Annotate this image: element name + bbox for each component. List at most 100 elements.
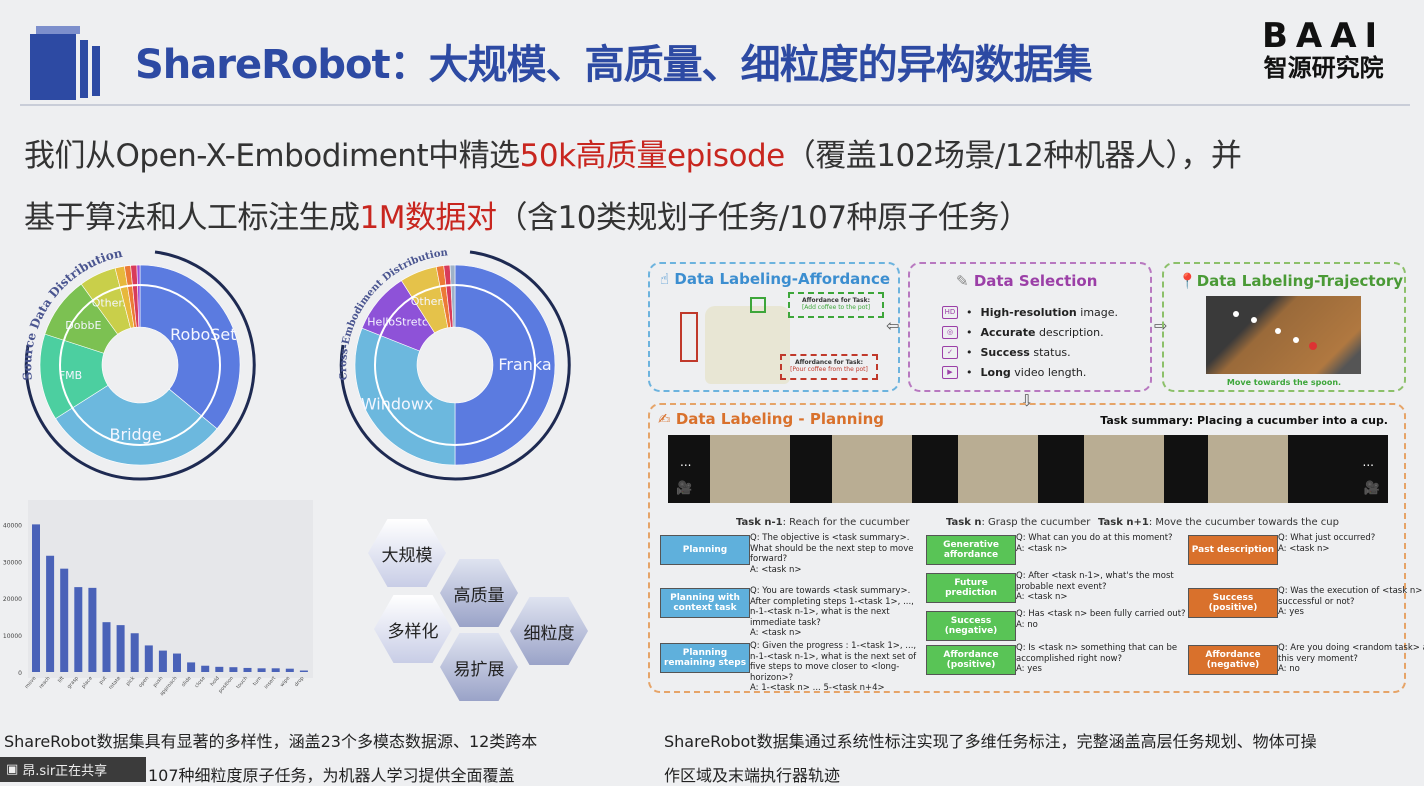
selection-item-icon: ✓	[942, 346, 958, 359]
affordance-title: ☝ Data Labeling-Affordance	[660, 270, 890, 288]
selection-item-icon: HD	[942, 306, 958, 319]
qa-text: Q: The objective is <task summary>. What…	[750, 533, 920, 575]
footer-right-line-1: ShareRobot数据集通过系统性标注实现了多维任务标注，完整涵盖高层任务规划…	[664, 732, 1317, 751]
question: Q: Has <task n> been fully carried out?	[1016, 609, 1186, 619]
qa-category-box: Future prediction	[926, 573, 1016, 603]
hexagon-label: 易扩展	[453, 659, 505, 680]
title-divider	[20, 104, 1410, 106]
screen-share-indicator[interactable]: ▣昂.sir正在共享	[0, 757, 146, 782]
intro-highlight: 50k高质量episode	[519, 138, 786, 174]
hexagon-label: 大规模	[381, 545, 433, 566]
bar	[299, 670, 308, 672]
y-tick-label: 40000	[3, 522, 22, 529]
donut-slice	[454, 264, 556, 466]
selection-list: HD • High-resolution image. ◎•Accurate desc…	[942, 306, 1118, 386]
donut-slice	[136, 264, 141, 328]
qa-text: Q: After <task n-1>, what's the most pro…	[1016, 571, 1186, 603]
planning-title: ✍ Data Labeling - Planning	[658, 410, 884, 428]
question: Q: Are you doing <random task> at this v…	[1278, 643, 1424, 664]
bar	[257, 668, 266, 672]
box-title: Affordance for Task:	[801, 297, 871, 304]
donut-slice	[139, 264, 241, 430]
answer: A: <task n>	[1016, 543, 1068, 554]
selection-item-text: High-resolution image.	[980, 306, 1119, 319]
qa-text: Q: Was the execution of <task n> success…	[1278, 586, 1424, 618]
qa-text: Q: Has <task n> been fully carried out?A…	[1016, 609, 1186, 630]
hexagon-label: 高质量	[453, 585, 505, 606]
box-title: Affordance for Task:	[794, 359, 864, 366]
qa-category-box: Success (negative)	[926, 611, 1016, 641]
outer-arc	[24, 250, 256, 481]
share-screen-icon: ▣	[6, 762, 19, 777]
slide-icon	[30, 26, 106, 102]
task-label-text: : Move the cucumber towards the cup	[1148, 517, 1339, 528]
planning-panel: ✍ Data Labeling - Planning Task summary:…	[648, 403, 1424, 693]
hexagon: 多样化	[374, 595, 452, 663]
handle-box	[680, 312, 698, 362]
share-status-text: 昂.sir正在共享	[22, 764, 108, 779]
x-tick-label: drop	[294, 675, 306, 688]
qa-category-box: Affordance (negative)	[1188, 645, 1278, 675]
qa-text: Q: What just occurred?A: <task n>	[1278, 533, 1424, 554]
affordance-add-box: Affordance for Task:[Add coffee to the p…	[788, 292, 884, 318]
selection-item: ◎•Accurate description.	[942, 326, 1118, 339]
y-tick-label: 0	[18, 670, 22, 677]
plot-area	[28, 500, 313, 678]
video-frame-strip: ... 🎥 ... 🎥	[668, 435, 1388, 503]
ellipsis: ...	[1362, 455, 1374, 469]
video-frame	[1208, 435, 1288, 503]
intro-text: 我们从Open-X-Embodiment中精选	[24, 138, 520, 174]
bar	[173, 653, 181, 672]
bar	[187, 662, 196, 672]
bullet: •	[966, 346, 973, 359]
video-camera-icon: 🎥	[1363, 481, 1380, 496]
bar	[88, 587, 97, 672]
x-tick-label: move	[24, 675, 38, 690]
slice-label: Franka	[498, 355, 551, 374]
hexagon-label: 多样化	[387, 621, 439, 642]
video-camera-icon: 🎥	[676, 481, 693, 496]
slice-label: Bridge	[110, 425, 162, 444]
bar	[158, 650, 167, 672]
slice-label: HelloStretch	[367, 315, 435, 328]
qa-category-box: Planning	[660, 535, 750, 565]
outer-arc	[339, 250, 571, 481]
selection-item-icon: ▶	[942, 366, 958, 379]
task-label-bold: Task n	[946, 517, 982, 528]
bar	[116, 625, 125, 672]
task-label: Task n: Grasp the cucumber	[946, 517, 1090, 528]
answer: A: <task n>	[1278, 543, 1330, 554]
qa-category-box: Past description	[1188, 535, 1278, 565]
footer-right-line-2: 作区域及末端执行器轨迹	[664, 766, 841, 785]
slice-label: DobbE	[65, 319, 101, 332]
trajectory-title: 📍Data Labeling-Trajectory	[1178, 272, 1403, 290]
footer-left-line-2: 107种细粒度原子任务，为机器人学习提供全面覆盖	[148, 766, 515, 785]
qa-text: Q: What can you do at this moment?A: <ta…	[1016, 533, 1186, 554]
bar	[243, 667, 252, 672]
y-tick-label: 20000	[3, 596, 22, 603]
bar	[74, 587, 83, 672]
answer: A: yes	[1278, 607, 1304, 617]
box-task: [Pour coffee from the pot]	[790, 366, 868, 373]
x-tick-label: put	[98, 675, 108, 685]
inner-ring	[59, 284, 221, 446]
document-icon: ✎	[956, 272, 969, 290]
task-label-bold: Task n+1	[1098, 517, 1149, 528]
video-frame	[958, 435, 1038, 503]
question: Q: The objective is <task summary>. What…	[750, 533, 914, 564]
answer: A: 1-<task n> ... 5-<task n+4>	[750, 683, 885, 693]
y-tick-label: 30000	[3, 559, 22, 566]
x-tick-label: hold	[209, 675, 221, 687]
trajectory-title-text: Data Labeling-Trajectory	[1196, 272, 1404, 290]
donut-slice	[354, 327, 456, 466]
data-selection-panel: ✎ Data Selection HD • High-resolution imag…	[908, 262, 1152, 392]
arrow-down-icon: ⇩	[1020, 391, 1034, 410]
selection-item-text: Success status.	[980, 346, 1071, 359]
bar	[215, 666, 224, 672]
task-label: Task n+1: Move the cucumber towards the …	[1098, 517, 1339, 528]
slice-label: Others	[411, 295, 448, 308]
selection-title: ✎ Data Selection	[956, 272, 1097, 290]
slice-label: RoboSet	[170, 325, 236, 344]
affordance-pour-box: Affordance for Task:[Pour coffee from th…	[780, 354, 878, 380]
